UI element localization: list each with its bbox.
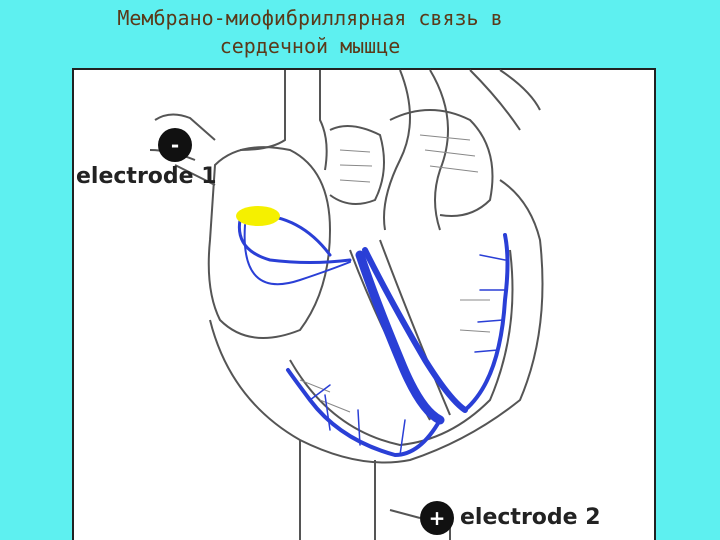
electrode-2-label: electrode 2 <box>460 505 601 530</box>
heart-outline <box>150 70 543 540</box>
electrode-1-label: electrode 1 <box>76 164 217 189</box>
sa-node <box>236 206 280 226</box>
electrode-1-sign: - <box>171 133 179 157</box>
electrode-2-lead <box>390 510 420 518</box>
electrode-2-sign: + <box>429 506 446 530</box>
muscle-hatching <box>300 135 490 412</box>
